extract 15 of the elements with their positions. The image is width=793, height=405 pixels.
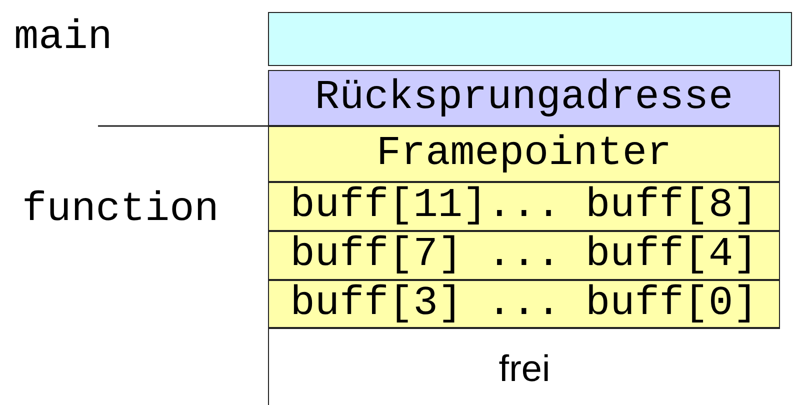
frame-label: main	[14, 18, 112, 59]
slot-label: buff[3] ... buff[0]	[290, 284, 758, 324]
slot-label: Rücksprungadresse	[314, 78, 734, 118]
stack-slot	[268, 126, 780, 182]
stack-slot	[268, 231, 780, 280]
slot-label: frei	[498, 348, 550, 390]
frame-label: function	[22, 190, 219, 231]
stack-slot	[268, 182, 780, 231]
memory-box	[268, 12, 792, 66]
slot-label: buff[7] ... buff[4]	[290, 235, 758, 276]
slot-label: Framepointer	[376, 134, 672, 174]
stack-slot	[268, 280, 780, 328]
stack-slot	[268, 70, 780, 126]
slot-label: buff[11]... buff[8]	[290, 186, 758, 227]
free-stack-area	[268, 328, 780, 405]
